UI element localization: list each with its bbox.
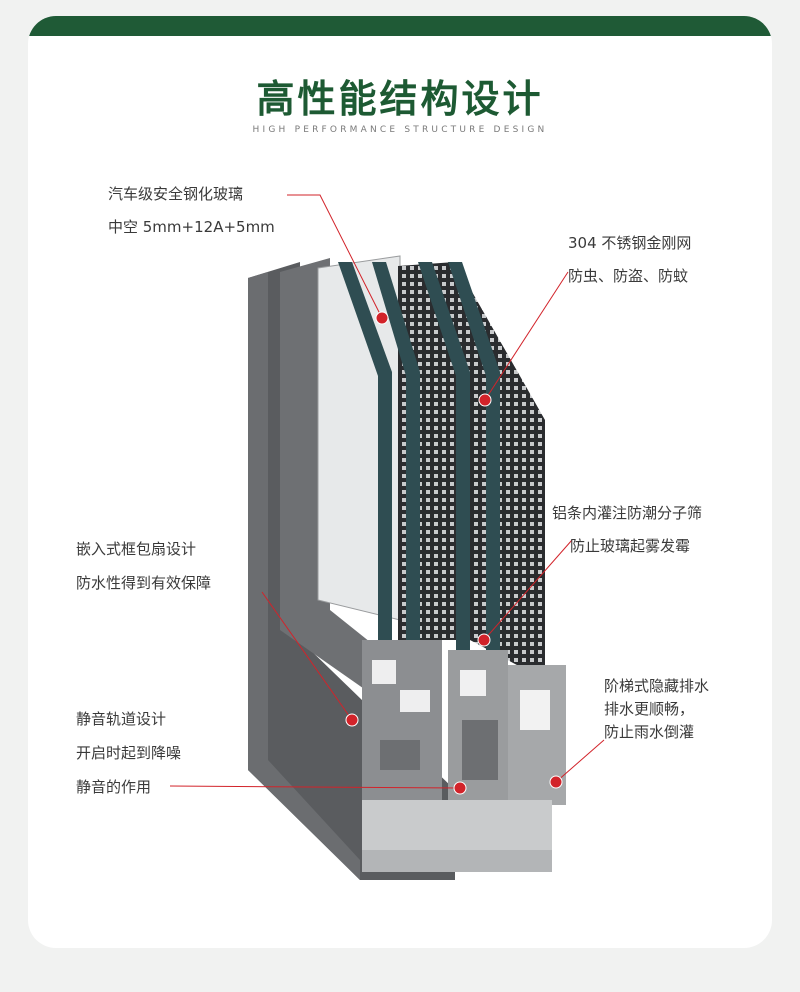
glass-strip-2 bbox=[372, 262, 420, 650]
callout-line-frame bbox=[261, 591, 353, 721]
marker-drain bbox=[549, 775, 563, 789]
glass-strip-4 bbox=[448, 262, 500, 650]
callout-mesh-line1: 304 不锈钢金刚网 bbox=[568, 234, 692, 252]
mesh-screen bbox=[398, 262, 545, 680]
callout-track-line2: 开启时起到降噪 bbox=[76, 744, 182, 762]
header-band bbox=[28, 16, 772, 36]
glass-strip-3 bbox=[418, 262, 470, 650]
outer-frame-edge bbox=[248, 272, 360, 880]
marker-glass bbox=[375, 311, 389, 325]
page-subtitle: HIGH PERFORMANCE STRUCTURE DESIGN bbox=[252, 125, 548, 135]
callout-track-line3: 静音的作用 bbox=[76, 778, 152, 796]
callout-spacer-line1: 铝条内灌注防潮分子筛 bbox=[552, 504, 703, 522]
callout-frame-line1: 嵌入式框包扇设计 bbox=[76, 540, 197, 558]
callout-glass-line2: 中空 5mm+12A+5mm bbox=[108, 218, 275, 236]
callout-line-glass bbox=[287, 194, 383, 319]
callout-mesh-line2: 防虫、防盗、防蚊 bbox=[568, 267, 689, 285]
callout-track-line1: 静音轨道设计 bbox=[76, 710, 167, 728]
marker-frame bbox=[345, 713, 359, 727]
page-title: 高性能结构设计 bbox=[256, 77, 544, 121]
callout-line-spacer bbox=[483, 539, 573, 641]
marker-mesh bbox=[478, 393, 492, 407]
marker-track bbox=[453, 781, 467, 795]
callout-spacer-line2: 防止玻璃起雾发霉 bbox=[570, 537, 691, 555]
callout-frame-line2: 防水性得到有效保障 bbox=[76, 574, 212, 592]
callout-glass-line1: 汽车级安全钢化玻璃 bbox=[108, 185, 244, 203]
glass-strip-1 bbox=[338, 262, 392, 650]
callout-line-drain bbox=[555, 739, 605, 783]
marker-spacer bbox=[477, 633, 491, 647]
callout-line-track bbox=[169, 785, 461, 789]
callout-drain-line1: 阶梯式隐藏排水 bbox=[604, 677, 710, 695]
track-base-shade bbox=[362, 850, 552, 872]
callout-drain-line2: 排水更顺畅， bbox=[604, 700, 695, 718]
callout-line-mesh bbox=[484, 271, 569, 401]
callout-drain-line3: 防止雨水倒灌 bbox=[604, 723, 695, 741]
